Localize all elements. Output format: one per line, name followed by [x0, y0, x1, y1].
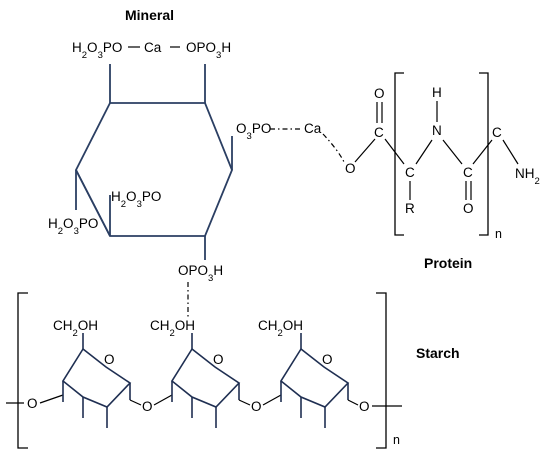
glucose-ring-1-hexagon [61, 347, 132, 408]
bond-calpha-n [415, 139, 433, 165]
glucose-2-ch2oh: CH2OH [150, 318, 195, 339]
starch-bracket-right [376, 292, 387, 449]
starch-bond-3a [347, 399, 359, 406]
starch-title: Starch [416, 345, 460, 361]
glucose-ring-3-hexagon [279, 347, 350, 408]
mineral-group-left: H2O3PO [48, 216, 98, 237]
starch-bond-o1 [39, 394, 64, 404]
glucose-2-ring-o: O [213, 352, 224, 367]
glucose-ring-3: CH2OH O [258, 318, 350, 428]
glucose-ring-2: CH2OH O [150, 318, 241, 428]
starch-bond-2a [238, 399, 251, 406]
protein-title: Protein [424, 255, 472, 271]
bond-c2-cend [472, 139, 493, 165]
protein-repeat-n: n [495, 227, 502, 241]
starch-bond-1b [153, 394, 173, 406]
glucose-3-ch2oh: CH2OH [258, 318, 303, 339]
starch-bond-1a [129, 399, 142, 406]
protein-n: N [432, 123, 442, 138]
starch-link-o-4: O [359, 399, 370, 414]
protein-nh2: NH2 [515, 166, 540, 187]
bond-o-c [354, 138, 376, 163]
starch-repeat-n: n [393, 433, 400, 447]
protein-r: R [405, 201, 415, 216]
starch-link-o-3: O [251, 399, 262, 414]
glucose-1-ring-o: O [104, 352, 115, 367]
protein-c-alpha: C [405, 165, 415, 180]
protein-carbonyl-o: O [374, 86, 385, 101]
starch-structure: n O CH2OH O O CH2OH O [6, 292, 402, 449]
mineral-group-inner: H2O3PO [111, 189, 161, 210]
protein-c-end: C [492, 125, 502, 140]
glucose-1-ch2oh: CH2OH [53, 318, 98, 339]
protein-o2: O [463, 201, 474, 216]
protein-h: H [432, 85, 442, 100]
protein-bracket-right [479, 72, 489, 236]
mineral-ca-top: Ca [144, 40, 162, 55]
mineral-group-right: O3PO [236, 121, 271, 142]
protein-structure: O C O H N C R C O C NH2 n [345, 72, 540, 241]
mineral-ring [74, 64, 233, 260]
glucose-3-ring-o: O [322, 352, 333, 367]
ionic-bond-ca-protein [322, 133, 345, 163]
bond-cend-nh2 [502, 139, 519, 165]
starch-link-o-2: O [142, 399, 153, 414]
mineral-ca-right: Ca [304, 121, 322, 136]
mineral-group-bottom: OPO3H [178, 263, 223, 284]
starch-link-o-1: O [27, 396, 38, 411]
protein-linker-o: O [345, 161, 356, 176]
protein-bracket-left [394, 72, 404, 236]
mineral-title: Mineral [125, 7, 174, 23]
mineral-group-top-right: OPO3H [186, 40, 231, 61]
protein-c2: C [463, 165, 473, 180]
protein-carbonyl-c: C [374, 125, 384, 140]
glucose-ring-1: CH2OH O [53, 318, 132, 428]
phytate-ring-edge [75, 169, 111, 237]
glucose-ring-2-hexagon [170, 347, 241, 408]
starch-bond-2b [262, 394, 282, 406]
bond-n-c2 [442, 139, 463, 165]
mineral-group-top-left: H2O3PO [72, 40, 122, 61]
starch-bracket-left [17, 292, 28, 449]
